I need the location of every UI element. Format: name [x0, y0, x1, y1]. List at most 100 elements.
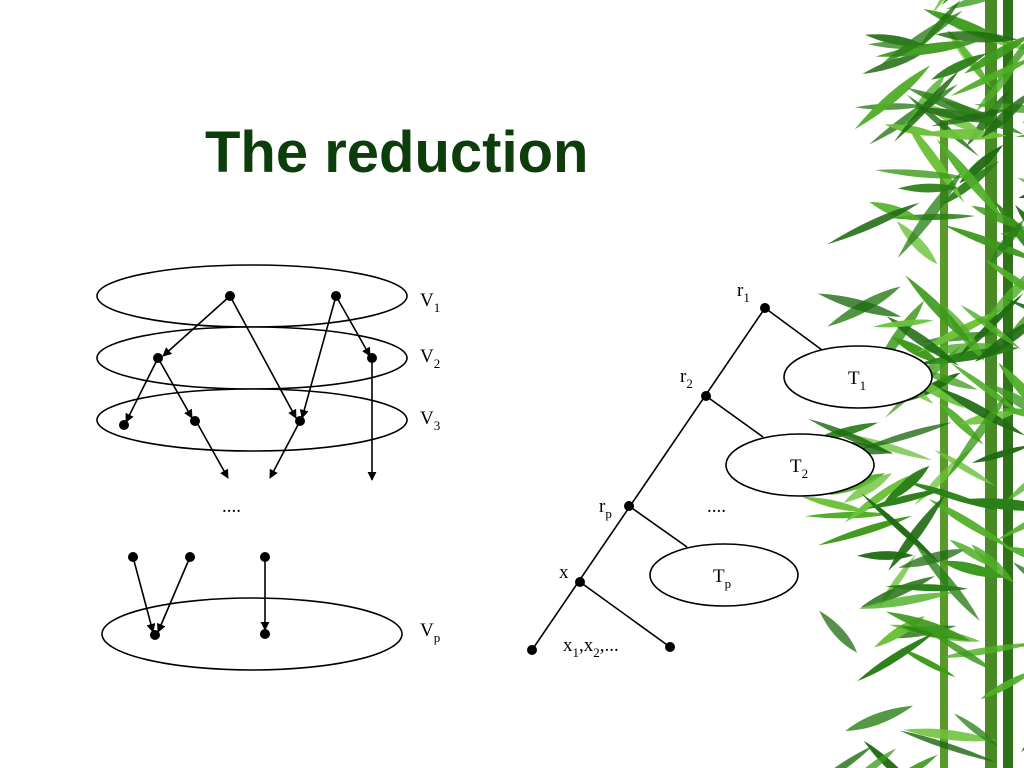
bamboo-leaf [899, 647, 956, 678]
tree-node-r1 [760, 303, 770, 313]
bamboo-leaf [949, 362, 1023, 416]
bamboo-leaf [904, 728, 997, 742]
layer-label-vp: Vp [420, 620, 440, 645]
subtree-label-t1: T1 [848, 368, 866, 393]
bamboo-leaf [888, 495, 945, 571]
node [128, 552, 138, 562]
node [295, 416, 305, 426]
bamboo-leaf [858, 422, 952, 450]
bamboo-leaf [872, 319, 934, 328]
bamboo-leaf [897, 170, 964, 258]
bamboo-leaf [945, 0, 1024, 10]
slide-title: The reduction [205, 120, 589, 185]
bamboo-leaf [879, 10, 963, 67]
bamboo-leaf [1004, 460, 1024, 503]
bamboo-leaf [1003, 546, 1024, 569]
subtree-label-tp: Tp [713, 566, 731, 591]
tree-edge [628, 505, 688, 548]
bamboo-leaf [1000, 230, 1024, 240]
layer-label-v2: V2 [420, 346, 440, 371]
bamboo-leaf [980, 669, 1024, 700]
bamboo-leaf [964, 34, 1024, 74]
bamboo-leaf [885, 584, 969, 592]
subtree-tp [649, 543, 799, 607]
bamboo-leaf [982, 254, 1024, 325]
bamboo-leaf [860, 492, 941, 565]
bamboo-leaf [860, 576, 935, 608]
bamboo-leaf [858, 592, 955, 609]
bamboo-leaf [989, 219, 1024, 264]
bamboo-leaf [862, 53, 923, 75]
layer-v3-ellipse [96, 388, 408, 452]
bamboo-leaf [801, 745, 873, 768]
bamboo-leaf [847, 748, 897, 768]
bamboo-leaf [960, 304, 1022, 350]
bamboo-leaf [934, 449, 996, 486]
tree-node-r2 [701, 391, 711, 401]
bamboo-leaf [998, 362, 1024, 427]
bamboo-leaf [928, 630, 994, 671]
bamboo-leaf [971, 205, 1024, 230]
edge [162, 295, 231, 357]
node [153, 353, 163, 363]
bamboo-leaf [996, 490, 1024, 541]
layer-label-v1: V1 [420, 290, 440, 315]
bamboo-leaf [981, 90, 1024, 138]
bamboo-leaf [896, 220, 938, 265]
tree-leaf [665, 642, 675, 652]
bamboo-leaf [971, 544, 1015, 584]
layer-vp-ellipse [101, 597, 403, 671]
bamboo-leaf [905, 481, 999, 511]
bamboo-leaf [893, 70, 959, 142]
subtree-t1 [783, 345, 933, 409]
edge [157, 357, 193, 419]
bamboo-leaf [1000, 408, 1024, 421]
bamboo-leaf [928, 498, 1011, 549]
tree-edge [579, 581, 671, 648]
node [150, 630, 160, 640]
edge [269, 420, 301, 479]
bamboo-leaf [946, 390, 1011, 479]
edge [125, 357, 159, 423]
bamboo-leaf [984, 259, 1024, 308]
subtree-label-t2: T2 [790, 456, 808, 481]
tree-label-rp: rp [599, 496, 612, 521]
bamboo-leaf [854, 65, 931, 130]
tree-edge [531, 307, 766, 651]
bamboo-leaf [971, 445, 1024, 463]
bamboo-leaf [817, 293, 902, 317]
tree-graph: r1 r2 rp x T1 T2 Tp .... x1,x2,... [527, 280, 933, 660]
tree-edge [705, 395, 764, 438]
bamboo-leaf [873, 754, 938, 768]
bamboo-leaf [866, 488, 946, 509]
bamboo-leaf [845, 705, 914, 731]
layer-v1-ellipse [96, 264, 408, 328]
node [367, 353, 377, 363]
bamboo-leaf [899, 730, 998, 763]
tree-edge [764, 307, 823, 351]
bamboo-leaf [944, 225, 1024, 263]
edge [229, 295, 297, 419]
bamboo-leaf [938, 387, 1024, 436]
node [185, 552, 195, 562]
bamboo-leaf [931, 53, 987, 80]
bamboo-leaf [912, 539, 980, 621]
node [260, 552, 270, 562]
bamboo-leaf [875, 169, 967, 179]
bamboo-leaf [891, 336, 941, 363]
tree-leaf [527, 645, 537, 655]
bamboo-leaf [827, 202, 920, 245]
bamboo-leaf [857, 632, 935, 682]
bamboo-leaf [935, 31, 1018, 43]
layered-graph: .... V1 V2 V3 Vp [96, 264, 440, 671]
subtree-t2 [725, 433, 875, 497]
bamboo-leaf [844, 475, 909, 523]
bamboo-leaf [887, 316, 959, 366]
bamboo-leaf [801, 496, 867, 512]
layer-ellipsis: .... [222, 496, 241, 517]
bamboo-leaf [883, 465, 930, 504]
tree-node-x [575, 577, 585, 587]
edge [132, 556, 156, 633]
